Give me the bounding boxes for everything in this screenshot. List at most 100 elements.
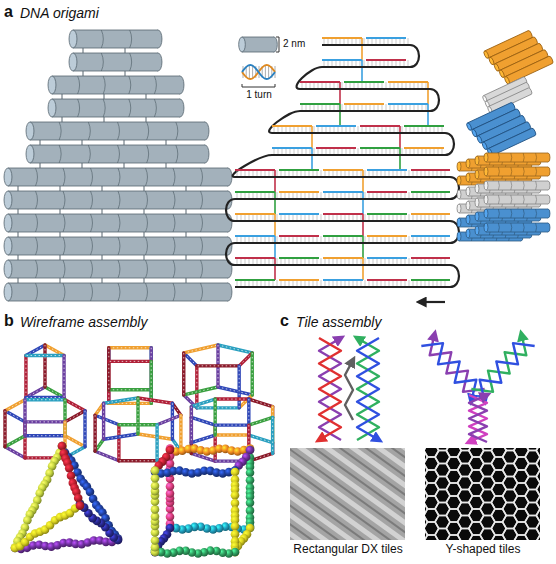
duplex-texture	[239, 366, 240, 408]
crossover-tick	[60, 186, 61, 191]
cylinder-face	[4, 214, 12, 232]
afm-stripe	[329, 448, 405, 540]
nucleotide-sphere	[166, 512, 175, 521]
nucleotide-sphere	[231, 499, 240, 508]
wireframe-prism	[191, 399, 272, 461]
duplex-texture	[215, 399, 216, 435]
duplex-edge	[83, 411, 86, 447]
staple-crossover	[399, 148, 401, 170]
duplex-texture	[118, 425, 119, 461]
duplex-edge	[95, 451, 119, 461]
scaffold-turn	[233, 155, 272, 177]
staple-strand	[235, 257, 275, 259]
duplex-edge	[239, 353, 252, 366]
staple-strand	[279, 257, 319, 259]
cylinder-body	[52, 99, 180, 117]
cylinder-face	[466, 173, 470, 182]
crossover-tick	[60, 232, 61, 237]
duplex-texture	[218, 345, 252, 353]
cylinder-segment	[63, 283, 65, 301]
cylinder-segment	[118, 283, 120, 301]
panel-title: Tile assembly	[296, 314, 496, 330]
cylinder-face	[475, 170, 479, 179]
duplex-texture	[95, 415, 119, 425]
duplex-texture	[215, 435, 249, 436]
staple-strand	[404, 147, 444, 149]
scaffold-turn	[226, 243, 235, 265]
cylinder-segment	[201, 168, 203, 186]
duplex-texture	[215, 399, 249, 400]
cylinder-outline	[486, 209, 548, 218]
origami-render	[457, 153, 550, 241]
staple-strand	[367, 235, 407, 237]
cylinder-face	[484, 167, 488, 176]
cylinder-segment	[146, 260, 148, 278]
cylinder-segment	[201, 191, 203, 209]
nucleotide-sphere	[151, 474, 160, 483]
cylinder-body	[486, 153, 548, 162]
duplex-texture	[64, 356, 65, 398]
cylinder-face	[484, 181, 488, 190]
crossover-tick	[60, 209, 61, 214]
cylinder-body	[8, 191, 228, 209]
duplex-texture	[119, 460, 157, 461]
duplex-edge	[25, 420, 65, 423]
cylinder-segment	[78, 99, 80, 117]
duplex-texture	[249, 417, 273, 425]
duplex-texture	[249, 435, 273, 443]
duplex-edge	[62, 356, 65, 398]
cylinder-segment	[36, 283, 38, 301]
cylinder-face	[69, 30, 77, 48]
cylinder-segment	[91, 191, 93, 209]
cylinder-face	[466, 122, 473, 131]
tile-strand	[421, 343, 476, 401]
duplex-texture	[191, 453, 215, 461]
staple-strand	[367, 191, 407, 193]
duplex-edge	[182, 353, 185, 395]
cylinder-face	[69, 53, 77, 71]
scaffold-strand	[322, 66, 410, 68]
staple-crossover	[274, 192, 276, 214]
cylinder-segment	[173, 168, 175, 186]
duplex-texture	[25, 421, 65, 422]
cylinder-outline	[486, 167, 548, 176]
nucleotide-sphere	[76, 501, 85, 510]
duplex-edge	[25, 398, 65, 401]
cylinder-body	[242, 37, 274, 52]
cylinder-segment	[63, 191, 65, 209]
duplex-texture	[85, 411, 86, 447]
crossover-tick	[102, 232, 103, 237]
nucleotide-sphere	[151, 466, 160, 475]
cylinder-segment	[91, 214, 93, 232]
staple-crossover	[361, 38, 363, 60]
panel-a-art	[4, 30, 279, 301]
duplex-edge	[23, 400, 26, 436]
cylinder-segment	[176, 145, 178, 163]
staple-strand	[411, 235, 450, 237]
duplex-edge	[43, 345, 46, 387]
cylinder-outline	[486, 181, 548, 190]
cylinder-face	[457, 232, 461, 241]
staple-strand	[272, 125, 312, 127]
duplex-edge	[119, 459, 157, 462]
cylinder-segment	[523, 209, 525, 218]
scaffold-strand	[235, 198, 450, 200]
duplex-texture	[215, 425, 249, 426]
cylinder-face	[4, 191, 12, 209]
crossover-tick	[144, 232, 145, 237]
cylinder-segment	[173, 283, 175, 301]
cylinder-body	[486, 195, 548, 204]
cylinder-face	[476, 135, 483, 144]
cylinder-segment	[103, 76, 105, 94]
staple-strand	[323, 169, 363, 171]
cylinder-segment	[91, 283, 93, 301]
cylinder-segment	[498, 181, 500, 190]
cylinder-segment	[201, 260, 203, 278]
cylinder-face	[484, 209, 488, 218]
wireframe-prism	[26, 345, 64, 398]
cylinder-outline	[8, 214, 228, 232]
staple-strand	[360, 147, 400, 149]
staple-strand	[316, 125, 356, 127]
cylinder-outline	[486, 153, 548, 162]
staple-crossover	[361, 60, 363, 82]
